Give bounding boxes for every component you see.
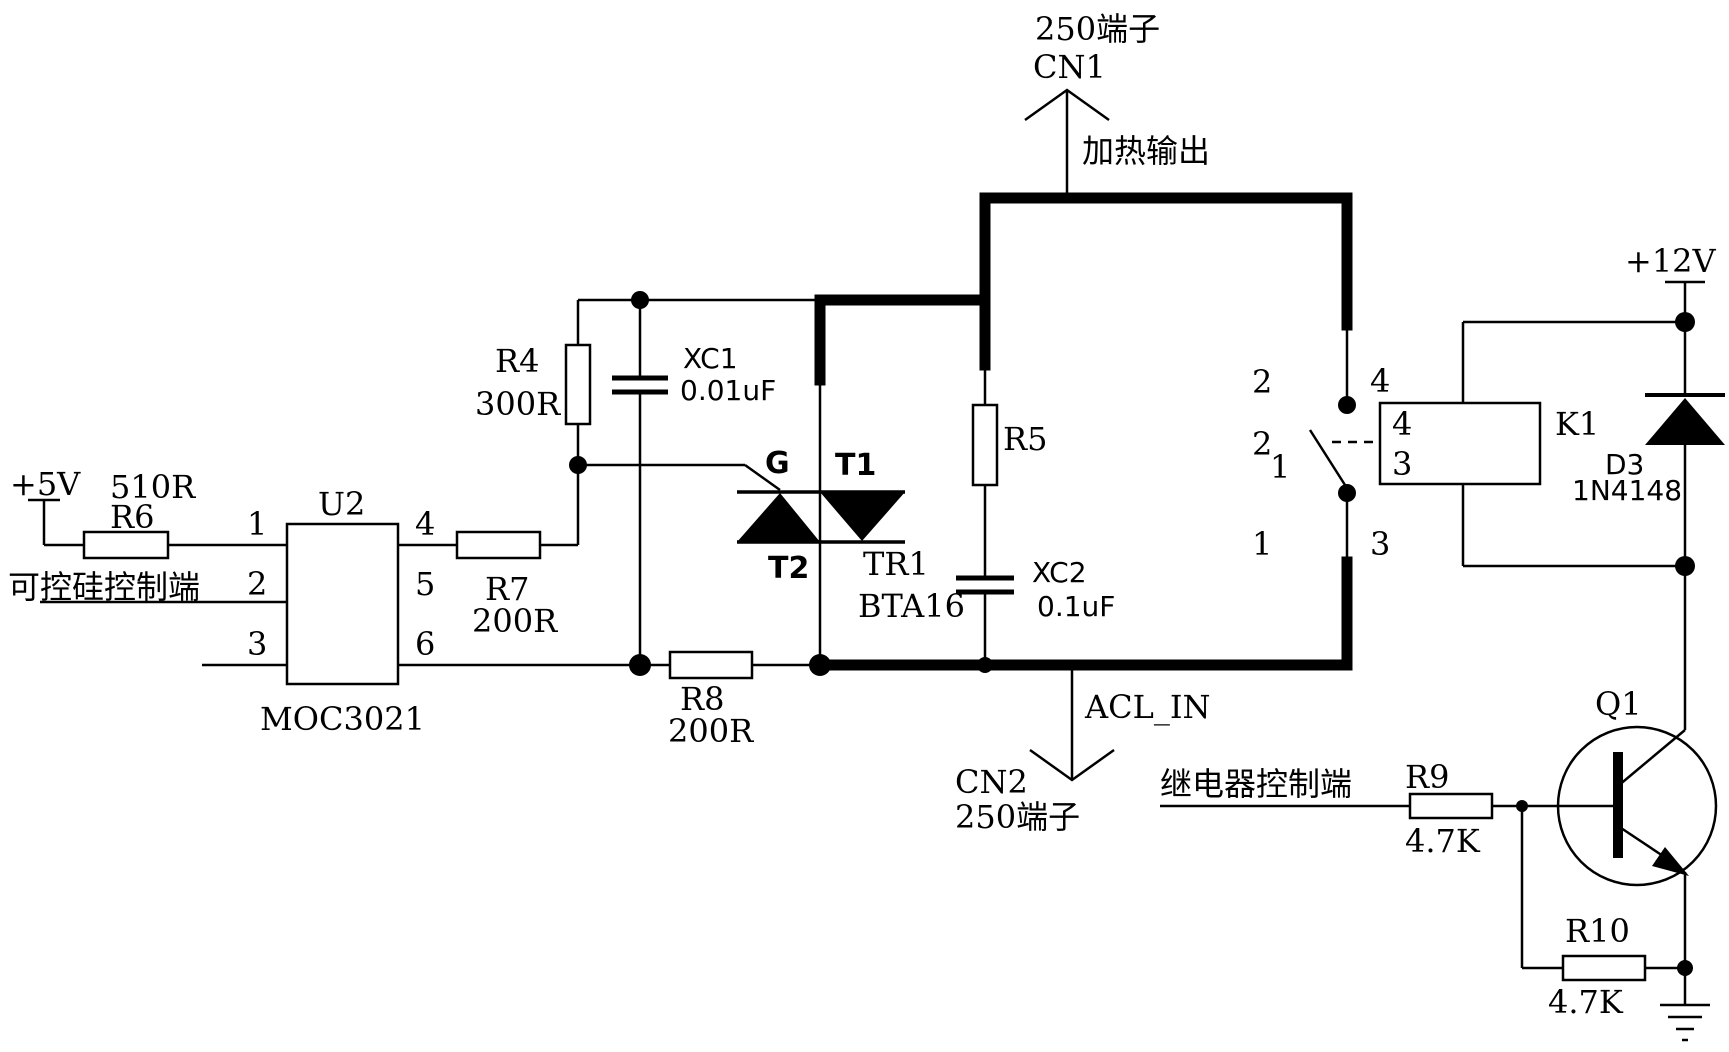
r8-value: 200R bbox=[668, 712, 754, 750]
relay-coil-pin-a: 4 bbox=[1392, 405, 1412, 443]
triac-part: BTA16 bbox=[858, 587, 965, 625]
d3-part: 1N4148 bbox=[1572, 474, 1682, 507]
relay-control-label: 继电器控制端 bbox=[1160, 765, 1352, 803]
u2-pin-3: 3 bbox=[247, 625, 267, 663]
u2-pin-5: 5 bbox=[415, 565, 435, 603]
relay-contact-label-mid-sub: 1 bbox=[1270, 448, 1290, 486]
xc2-value: 0.1uF bbox=[1037, 590, 1115, 623]
resistor-r8 bbox=[668, 650, 754, 680]
u2-part: MOC3021 bbox=[260, 700, 425, 738]
cn2-desc: ACL_IN bbox=[1084, 688, 1210, 726]
d3-ref: D3 bbox=[1605, 448, 1644, 481]
resistor-r6 bbox=[82, 530, 170, 560]
cn2-type: 250端子 bbox=[955, 798, 1080, 836]
relay-contact-label-top: 2 bbox=[1252, 363, 1272, 401]
r10-value: 4.7K bbox=[1548, 983, 1624, 1021]
xc2-ref: XC2 bbox=[1032, 556, 1087, 589]
triac-gate-label: G bbox=[765, 446, 790, 481]
u2-pin-2: 2 bbox=[247, 565, 267, 603]
r7-value: 200R bbox=[472, 602, 558, 640]
r5-ref: R5 bbox=[1003, 420, 1047, 458]
relay-coil bbox=[1378, 401, 1542, 486]
resistor-r5 bbox=[971, 403, 999, 487]
capacitor-xc1 bbox=[612, 375, 668, 395]
r6-ref: R6 bbox=[110, 498, 154, 536]
triac-t2-label: T2 bbox=[768, 551, 809, 586]
diode-d3 bbox=[1645, 393, 1725, 445]
triac-t1-label: T1 bbox=[835, 448, 876, 483]
u2-pin-4: 4 bbox=[415, 505, 435, 543]
relay-outer-pin-top: 4 bbox=[1370, 362, 1390, 400]
transistor-q1 bbox=[1556, 725, 1718, 887]
r4-value: 300R bbox=[475, 385, 561, 423]
cn2-name: CN2 bbox=[955, 763, 1028, 801]
relay-contact-label-bottom: 1 bbox=[1252, 525, 1272, 563]
power-wires bbox=[814, 192, 1353, 671]
cn1-desc: 加热输出 bbox=[1082, 132, 1210, 170]
r4-ref: R4 bbox=[495, 342, 539, 380]
relay-contact-label-mid: 2 bbox=[1252, 425, 1272, 463]
label-plus-12v: +12V bbox=[1625, 242, 1717, 280]
u2-ref: U2 bbox=[318, 485, 365, 523]
signal-wires bbox=[28, 88, 1710, 1042]
label-plus-5v: +5V bbox=[10, 465, 81, 503]
relay-outer-pin-bottom: 3 bbox=[1370, 525, 1390, 563]
relay-contact-no bbox=[1338, 396, 1356, 414]
xc1-value: 0.01uF bbox=[680, 374, 776, 407]
relay-ref: K1 bbox=[1555, 405, 1599, 443]
resistor-r9 bbox=[1408, 792, 1494, 820]
r9-ref: R9 bbox=[1405, 758, 1449, 796]
relay-coil-pin-b: 3 bbox=[1392, 445, 1412, 483]
xc1-ref: XC1 bbox=[683, 342, 738, 375]
optocoupler-body bbox=[285, 522, 400, 686]
resistor-r7 bbox=[455, 530, 542, 560]
triac-symbol bbox=[737, 490, 905, 544]
r6-value: 510R bbox=[110, 468, 196, 506]
resistor-r4 bbox=[564, 343, 592, 426]
scr-control-label: 可控硅控制端 bbox=[8, 568, 200, 606]
q1-ref: Q1 bbox=[1595, 685, 1642, 723]
junction-dots bbox=[569, 291, 1695, 976]
cn1-name: CN1 bbox=[1033, 48, 1106, 86]
u2-pin-6: 6 bbox=[415, 625, 435, 663]
capacitor-xc2 bbox=[956, 575, 1014, 595]
r9-value: 4.7K bbox=[1405, 822, 1481, 860]
r8-ref: R8 bbox=[680, 680, 724, 718]
resistor-r10 bbox=[1561, 954, 1647, 982]
cn1-type: 250端子 bbox=[1035, 10, 1160, 48]
triac-ref: TR1 bbox=[863, 545, 929, 583]
r7-ref: R7 bbox=[485, 570, 529, 608]
r10-ref: R10 bbox=[1565, 912, 1630, 950]
relay-contact-com bbox=[1338, 484, 1356, 502]
u2-pin-1: 1 bbox=[247, 505, 267, 543]
